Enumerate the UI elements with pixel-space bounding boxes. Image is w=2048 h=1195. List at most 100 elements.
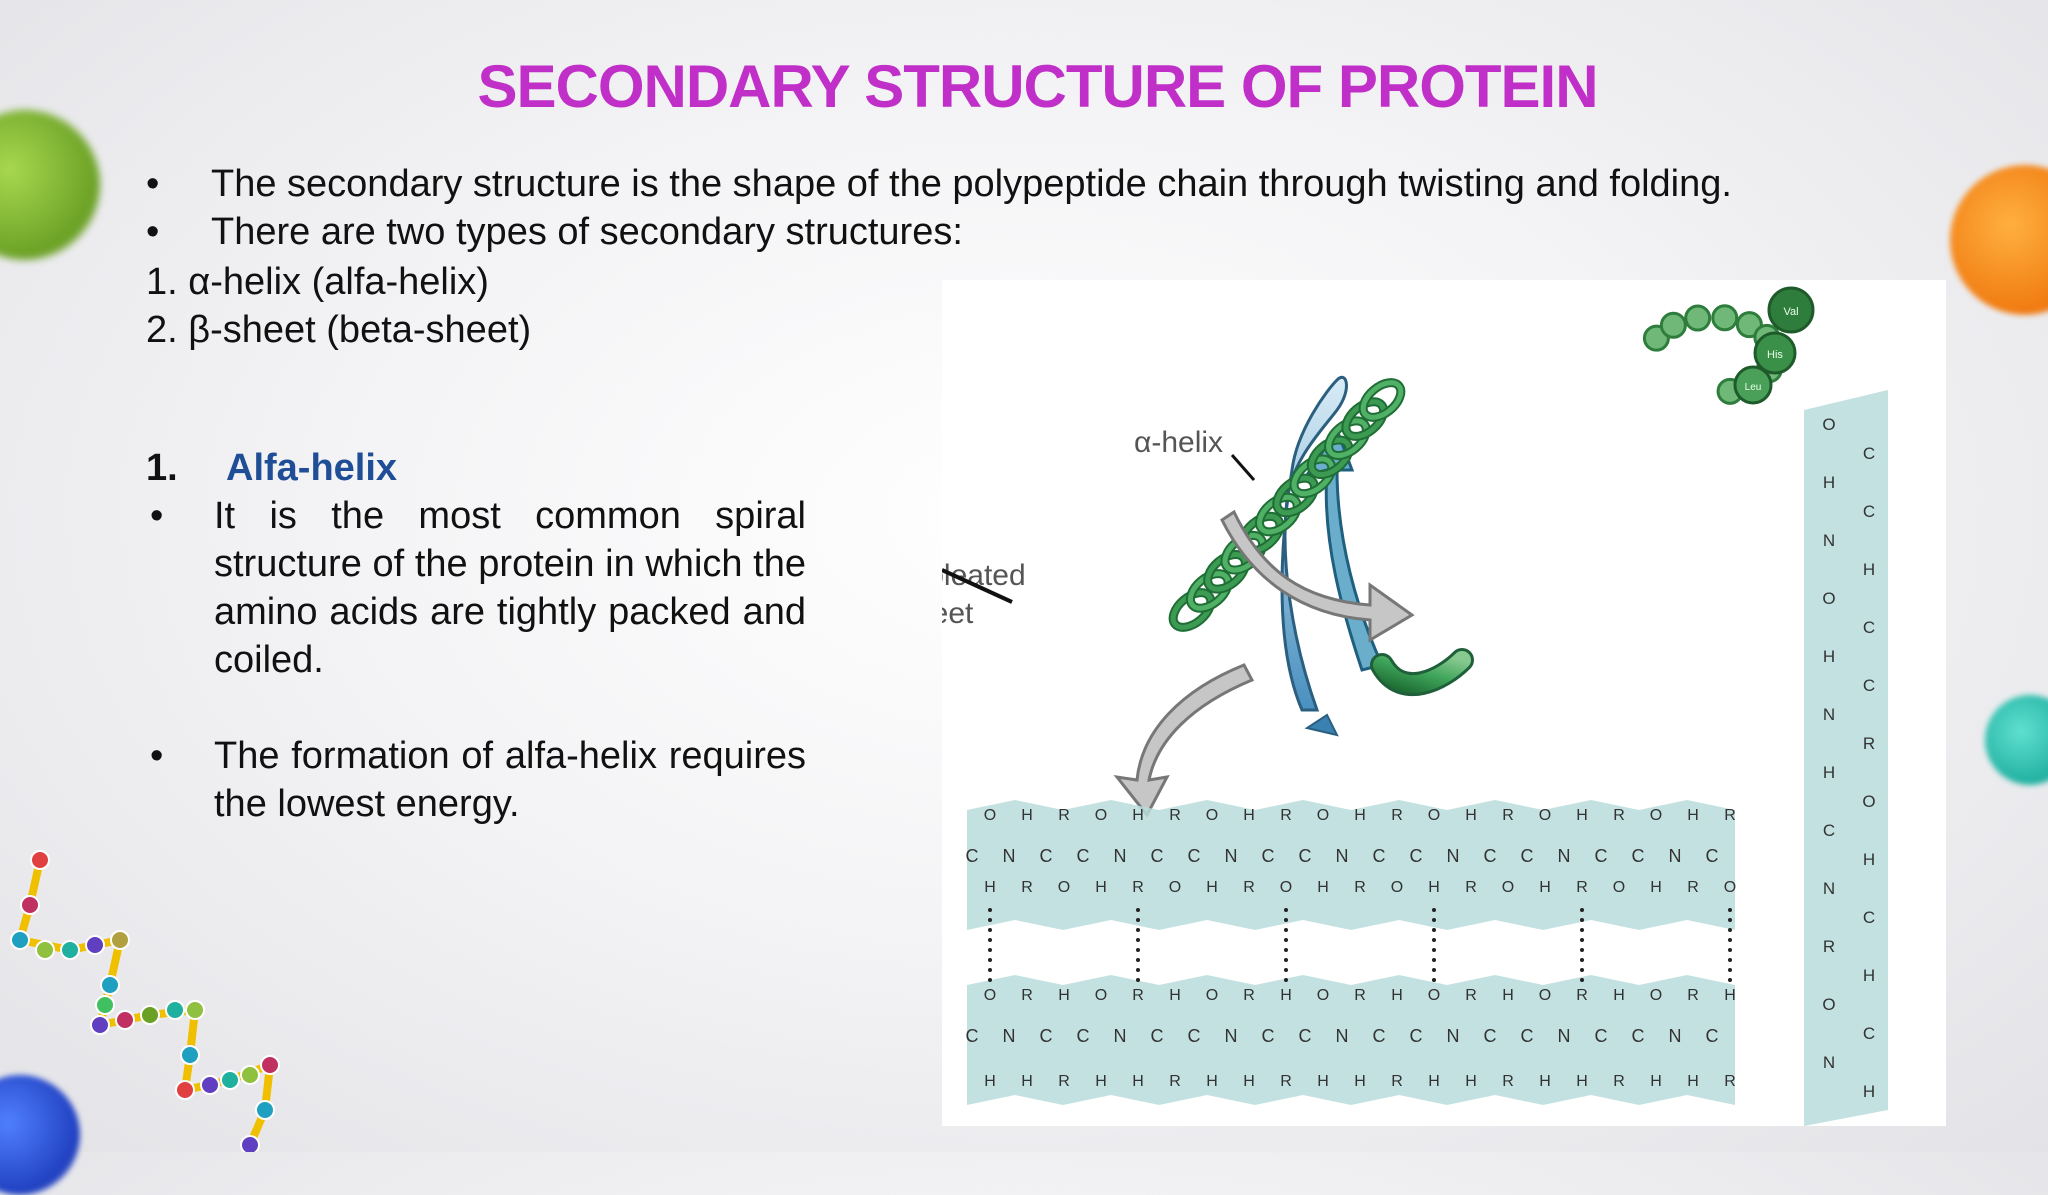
- svg-text:R: R: [1021, 879, 1033, 896]
- svg-text:C: C: [1151, 846, 1164, 866]
- svg-text:C: C: [1863, 444, 1875, 463]
- svg-text:N: N: [1114, 1026, 1127, 1046]
- svg-text:R: R: [1021, 987, 1033, 1004]
- svg-text:O: O: [1822, 995, 1835, 1014]
- svg-text:C: C: [1077, 846, 1090, 866]
- svg-text:C: C: [1823, 821, 1835, 840]
- svg-text:C: C: [1373, 846, 1386, 866]
- svg-text:N: N: [1225, 1026, 1238, 1046]
- svg-text:O: O: [1391, 879, 1403, 896]
- svg-text:H: H: [1243, 1073, 1255, 1090]
- svg-text:H: H: [1823, 647, 1835, 666]
- svg-text:H: H: [1095, 879, 1107, 896]
- svg-text:H: H: [1095, 1073, 1107, 1090]
- svg-text:N: N: [1003, 846, 1016, 866]
- svg-text:C: C: [1188, 1026, 1201, 1046]
- svg-text:R: R: [1280, 1073, 1292, 1090]
- svg-text:H: H: [1613, 987, 1625, 1004]
- intro-item: • There are two types of secondary struc…: [146, 208, 1732, 256]
- svg-text:H: H: [1823, 473, 1835, 492]
- green-sphere-decoration: [0, 110, 100, 260]
- svg-text:H: H: [984, 1073, 996, 1090]
- svg-text:H: H: [1539, 879, 1551, 896]
- orange-sphere-decoration: [1950, 165, 2048, 315]
- svg-text:H: H: [1724, 987, 1736, 1004]
- svg-text:H: H: [1465, 807, 1477, 824]
- protein-structure-illustration: Val His Leu α-helix β-pleated sheet CNCC…: [942, 286, 1888, 1126]
- svg-text:O: O: [1317, 987, 1329, 1004]
- svg-text:C: C: [1484, 846, 1497, 866]
- svg-text:H: H: [1169, 987, 1181, 1004]
- bullet: •: [150, 495, 164, 537]
- svg-text:C: C: [1863, 908, 1875, 927]
- svg-text:H: H: [1863, 1082, 1875, 1101]
- intro-text: The secondary structure is the shape of …: [211, 163, 1732, 205]
- svg-text:O: O: [984, 987, 996, 1004]
- intro-list: • The secondary structure is the shape o…: [146, 160, 1732, 256]
- svg-text:R: R: [1280, 807, 1292, 824]
- svg-text:H: H: [1132, 807, 1144, 824]
- svg-text:O: O: [1650, 807, 1662, 824]
- bead-label: Leu: [1745, 382, 1762, 393]
- svg-text:C: C: [1706, 846, 1719, 866]
- svg-text:R: R: [1169, 1073, 1181, 1090]
- svg-text:O: O: [1613, 879, 1625, 896]
- protein-structure-figure: Val His Leu α-helix β-pleated sheet CNCC…: [942, 280, 1946, 1126]
- svg-text:H: H: [1650, 1073, 1662, 1090]
- svg-text:C: C: [1863, 676, 1875, 695]
- svg-text:R: R: [1132, 987, 1144, 1004]
- svg-text:O: O: [1650, 987, 1662, 1004]
- svg-text:C: C: [1262, 1026, 1275, 1046]
- section-point: • It is the most common spiral structure…: [146, 492, 806, 684]
- bead-label: Val: [1783, 306, 1798, 318]
- svg-text:C: C: [1521, 1026, 1534, 1046]
- beta-sheet-bands: [967, 390, 1888, 1126]
- beta-label-pointer: [942, 568, 1013, 604]
- svg-text:H: H: [1687, 807, 1699, 824]
- svg-text:C: C: [1262, 846, 1275, 866]
- svg-text:O: O: [1206, 987, 1218, 1004]
- svg-text:H: H: [1132, 1073, 1144, 1090]
- svg-text:C: C: [1706, 1026, 1719, 1046]
- svg-text:H: H: [1206, 1073, 1218, 1090]
- structure-types-list: 1. α-helix (alfa-helix) 2. β-sheet (beta…: [146, 258, 531, 354]
- svg-text:O: O: [1822, 589, 1835, 608]
- svg-text:H: H: [1863, 560, 1875, 579]
- structure-type-item: 2. β-sheet (beta-sheet): [146, 309, 532, 351]
- svg-text:N: N: [1823, 531, 1835, 550]
- svg-text:C: C: [1521, 846, 1534, 866]
- beta-sheet-label: sheet: [942, 597, 974, 630]
- svg-text:O: O: [1058, 879, 1070, 896]
- svg-text:R: R: [1724, 807, 1736, 824]
- svg-text:R: R: [1576, 987, 1588, 1004]
- svg-text:H: H: [1391, 987, 1403, 1004]
- intro-item: • The secondary structure is the shape o…: [146, 160, 1732, 208]
- svg-text:N: N: [1336, 846, 1349, 866]
- svg-text:R: R: [1243, 879, 1255, 896]
- svg-text:C: C: [1410, 846, 1423, 866]
- alpha-helix-label: α-helix: [1134, 426, 1223, 459]
- arrow-to-sheet: [1113, 663, 1255, 818]
- svg-text:O: O: [1822, 415, 1835, 434]
- slide-title: SECONDARY STRUCTURE OF PROTEIN: [477, 53, 1598, 120]
- svg-text:H: H: [1317, 1073, 1329, 1090]
- svg-text:H: H: [1280, 987, 1292, 1004]
- bullet: •: [146, 211, 160, 253]
- beta-strand-ribbon: [1280, 376, 1348, 737]
- svg-text:O: O: [1169, 879, 1181, 896]
- svg-text:C: C: [1595, 1026, 1608, 1046]
- svg-text:N: N: [1558, 846, 1571, 866]
- section-number: 1.: [146, 447, 178, 489]
- svg-text:O: O: [1428, 987, 1440, 1004]
- structure-type-item: 1. α-helix (alfa-helix): [146, 261, 489, 303]
- svg-text:R: R: [1354, 879, 1366, 896]
- svg-text:H: H: [1502, 987, 1514, 1004]
- section-heading: 1.Alfa-helix: [146, 444, 806, 492]
- svg-text:C: C: [1299, 846, 1312, 866]
- svg-text:H: H: [1576, 1073, 1588, 1090]
- svg-text:O: O: [1095, 807, 1107, 824]
- svg-text:N: N: [1225, 846, 1238, 866]
- section-point: • The formation of alfa-helix requires t…: [146, 732, 806, 828]
